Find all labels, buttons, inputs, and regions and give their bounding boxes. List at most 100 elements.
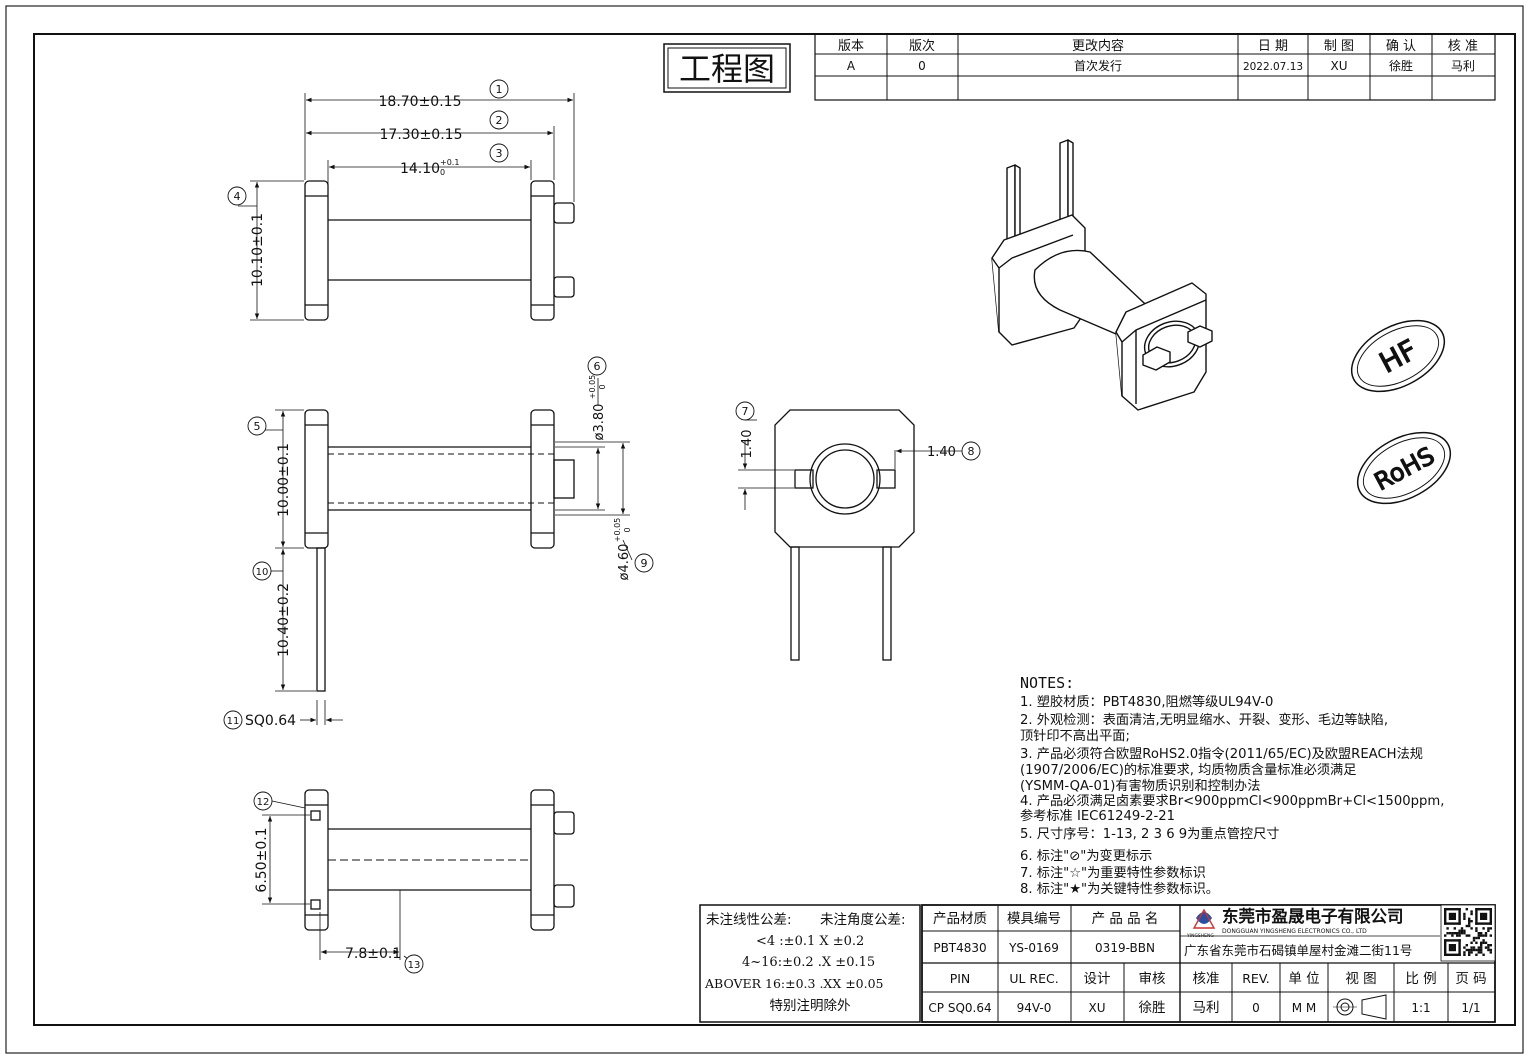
qr-module <box>1444 939 1447 956</box>
qr-module <box>1460 927 1464 930</box>
rohs-badge: RoHS <box>1356 431 1452 505</box>
title-header-view: 视 图 <box>1345 971 1376 987</box>
inner-border <box>33 33 1516 1026</box>
qr-module <box>1489 908 1492 925</box>
balloon-10: 10 <box>256 567 269 578</box>
revision-table: 版本 版次 更改内容 日 期 制 图 确 认 核 准 A 0 首次发行 2022… <box>814 33 1496 101</box>
balloon-3: 3 <box>496 147 503 160</box>
qr-module <box>1477 932 1480 935</box>
dim-9: ø4.60 <box>617 544 632 581</box>
qr-module <box>1484 932 1488 935</box>
dim-3-tol-upper: +0.1 <box>440 158 459 167</box>
qr-module <box>1480 951 1483 954</box>
qr-module <box>1458 934 1461 937</box>
note-line: 7. 标注"☆"为重要特性参数标识 <box>1020 864 1206 881</box>
qr-module <box>1487 948 1490 952</box>
qr-module <box>1465 934 1468 937</box>
note-line: (YSMM-QA-01)有害物质识别和控制办法 <box>1020 778 1260 794</box>
qr-module <box>1482 939 1485 942</box>
dim-5: 10.00±0.1 <box>276 443 292 517</box>
title-value-ul: 94V-0 <box>1017 1001 1052 1015</box>
qr-module <box>1456 934 1459 937</box>
qr-module <box>1475 948 1478 952</box>
qr-module <box>1448 944 1456 952</box>
qr-module <box>1470 927 1473 930</box>
qr-module <box>1444 908 1447 925</box>
note-line: 1. 塑胶材质：PBT4830,阻燃等级UL94V-0 <box>1020 693 1273 710</box>
qr-module <box>1468 934 1471 937</box>
qr-module <box>1468 922 1471 925</box>
balloon-9: 9 <box>641 557 648 570</box>
rev-cell-drawn: XU <box>1330 59 1347 73</box>
qr-module <box>1465 944 1468 947</box>
title-value-approve: 马利 <box>1193 1000 1220 1016</box>
qr-module <box>1444 934 1447 937</box>
title-value-unit: M M <box>1292 1001 1317 1015</box>
qr-module <box>1444 908 1461 911</box>
rev-header-confirm: 确 认 <box>1386 39 1416 54</box>
balloon-6: 6 <box>594 360 601 373</box>
note-line: 顶针印不高出平面; <box>1020 727 1130 744</box>
balloon-5: 5 <box>254 420 261 433</box>
qr-module <box>1487 946 1490 949</box>
qr-module <box>1487 944 1490 947</box>
dim-2: 17.30±0.15 <box>380 127 463 143</box>
qr-module <box>1453 927 1456 930</box>
rev-header-drawn: 制 图 <box>1324 39 1354 54</box>
side-view <box>304 409 575 692</box>
qr-module <box>1468 924 1471 928</box>
rev-header-approve: 核 准 <box>1448 39 1478 54</box>
dim-6-tol-upper: +0.05 <box>588 375 597 400</box>
isometric-view <box>991 139 1213 411</box>
drawing-type-stamp: 工程图 <box>663 43 791 93</box>
qr-module <box>1470 946 1473 949</box>
side-view-dimensions <box>265 378 633 725</box>
rev-header-version: 版本 <box>838 39 864 54</box>
top-view <box>304 180 575 321</box>
dim-3: 14.10 <box>400 161 440 177</box>
qr-module <box>1482 927 1485 930</box>
qr-code <box>1440 904 1496 962</box>
title-header-ul: UL REC. <box>1009 971 1058 986</box>
rev-cell-confirm: 徐胜 <box>1389 58 1413 73</box>
title-value-scale: 1:1 <box>1411 1001 1430 1015</box>
qr-module <box>1487 929 1490 932</box>
qr-module <box>1477 934 1480 937</box>
rev-cell-change: 首次发行 <box>1074 58 1122 73</box>
qr-module <box>1472 936 1476 940</box>
qr-module <box>1475 953 1478 956</box>
qr-module <box>1475 908 1492 911</box>
qr-module <box>1489 927 1492 930</box>
qr-module <box>1470 912 1473 916</box>
qr-module <box>1480 941 1483 944</box>
rev-cell-version: A <box>847 59 856 73</box>
balloon-1: 1 <box>496 83 503 96</box>
tolerance-footer: 特别注明除外 <box>770 998 851 1014</box>
qr-module <box>1470 948 1473 952</box>
rev-header-date: 日 期 <box>1258 39 1288 54</box>
qr-module <box>1468 951 1471 954</box>
qr-module <box>1468 917 1471 920</box>
qr-module <box>1446 927 1449 930</box>
hf-badge: HF <box>1350 319 1446 393</box>
qr-module <box>1470 951 1473 954</box>
note-line: 4. 产品必须满足卤素要求Br<900ppmCl<900ppmBr+Cl<150… <box>1020 793 1444 809</box>
qr-module <box>1482 941 1485 944</box>
qr-module <box>1463 951 1466 954</box>
qr-module <box>1458 932 1461 935</box>
note-line: 参考标准 IEC61249-2-21 <box>1020 807 1175 824</box>
title-value-review: 徐胜 <box>1139 1000 1166 1016</box>
tolerance-title-linear: 未注线性公差: <box>706 912 792 928</box>
balloon-4: 4 <box>234 190 241 203</box>
note-line: 8. 标注"★"为关键特性参数标识。 <box>1020 880 1219 897</box>
qr-module <box>1448 912 1456 920</box>
qr-module <box>1444 953 1461 956</box>
qr-module <box>1480 946 1483 949</box>
dim-1: 18.70±0.15 <box>379 94 462 110</box>
balloon-8: 8 <box>968 445 975 458</box>
tolerance-row: <4 :±0.1 X ±0.2 <box>756 934 864 949</box>
company-name-en: DONGGUAN YINGSHENG ELECTRONICS CO., LTD <box>1222 928 1367 935</box>
qr-module <box>1463 929 1466 932</box>
qr-module <box>1448 932 1452 935</box>
tolerance-row: 4~16:±0.2 .X ±0.15 <box>742 955 875 970</box>
